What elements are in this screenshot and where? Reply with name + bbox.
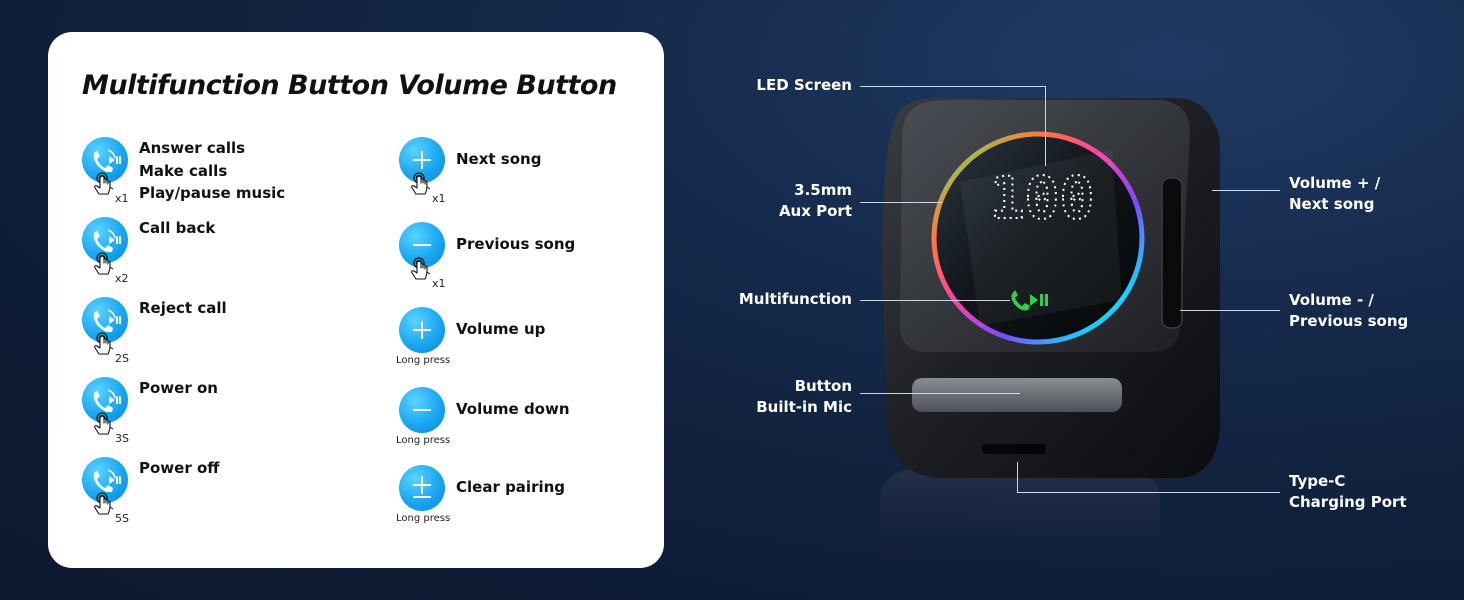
leader-multifunction (860, 300, 1010, 301)
plus-minus-icon (399, 465, 445, 511)
press-count: x1 (432, 277, 446, 290)
device-illustration: 100 (880, 98, 1220, 600)
press-count: 5S (115, 512, 129, 525)
multifunction-led-icon (1011, 290, 1048, 311)
minus-icon (399, 387, 445, 433)
multifunction-button-icon (82, 137, 128, 183)
long-press-label: Long press (396, 355, 451, 366)
callout-volume-minus: Volume - /Previous song (1289, 291, 1409, 330)
leader-typec-vert (1017, 462, 1018, 492)
function-text: Clear pairing (456, 478, 566, 496)
hand-press-icon (93, 412, 115, 442)
long-press-label: Long press (396, 513, 451, 524)
leader-vol-minus (1180, 310, 1280, 311)
function-text: Power off (139, 459, 220, 477)
callout-volume-plus: Volume + /Next song (1289, 174, 1381, 213)
multifunction-button-icon (82, 377, 128, 423)
callout-led-screen: LED Screen (756, 76, 852, 94)
press-count: x1 (115, 192, 129, 205)
press-count: 3S (115, 432, 129, 445)
press-count: x2 (115, 272, 129, 285)
function-text: Next song (456, 150, 542, 168)
volume-button (1161, 177, 1183, 329)
hand-press-icon (93, 332, 115, 362)
plus-icon (399, 137, 445, 183)
function-text: Reject call (139, 299, 227, 317)
leader-led (860, 86, 1046, 87)
device-reflection (880, 470, 1160, 600)
press-count: x1 (432, 192, 446, 205)
hand-press-icon (93, 252, 115, 282)
callout-multifunction: Multifunction (738, 290, 852, 308)
leader-typec (1017, 492, 1280, 493)
function-text: Make calls (139, 161, 228, 180)
hand-press-icon (410, 172, 432, 202)
press-count: 2S (115, 352, 129, 365)
mic-grill (912, 378, 1122, 412)
leader-vol-plus (1212, 190, 1280, 191)
hand-press-icon (93, 492, 115, 522)
minus-icon (399, 222, 445, 268)
long-press-label: Long press (396, 435, 451, 446)
hand-press-icon (93, 172, 115, 202)
type-c-port (982, 444, 1046, 454)
leader-aux (860, 202, 942, 203)
function-text: Play/pause music (139, 184, 286, 202)
hand-press-icon (410, 257, 432, 287)
function-text: Call back (139, 219, 216, 237)
function-text: Previous song (456, 235, 576, 253)
multifunction-button-icon (82, 217, 128, 263)
plus-icon (399, 307, 445, 353)
multifunction-button-icon (82, 297, 128, 343)
glass-screen (935, 135, 1141, 341)
function-text: Answer calls (139, 139, 246, 157)
rgb-light-ring (931, 131, 1145, 345)
volume-title: Volume Button (398, 70, 617, 101)
function-text: Volume up (456, 320, 546, 338)
multifunction-button-icon (82, 457, 128, 503)
multifunction-title: Multifunction Button (82, 70, 389, 101)
function-text: Volume down (456, 400, 570, 418)
leader-led-vert (1045, 86, 1046, 166)
instruction-card (48, 32, 664, 568)
led-display: 100 (990, 164, 1095, 232)
leader-mic (860, 393, 1020, 394)
function-text: Power on (139, 379, 218, 397)
